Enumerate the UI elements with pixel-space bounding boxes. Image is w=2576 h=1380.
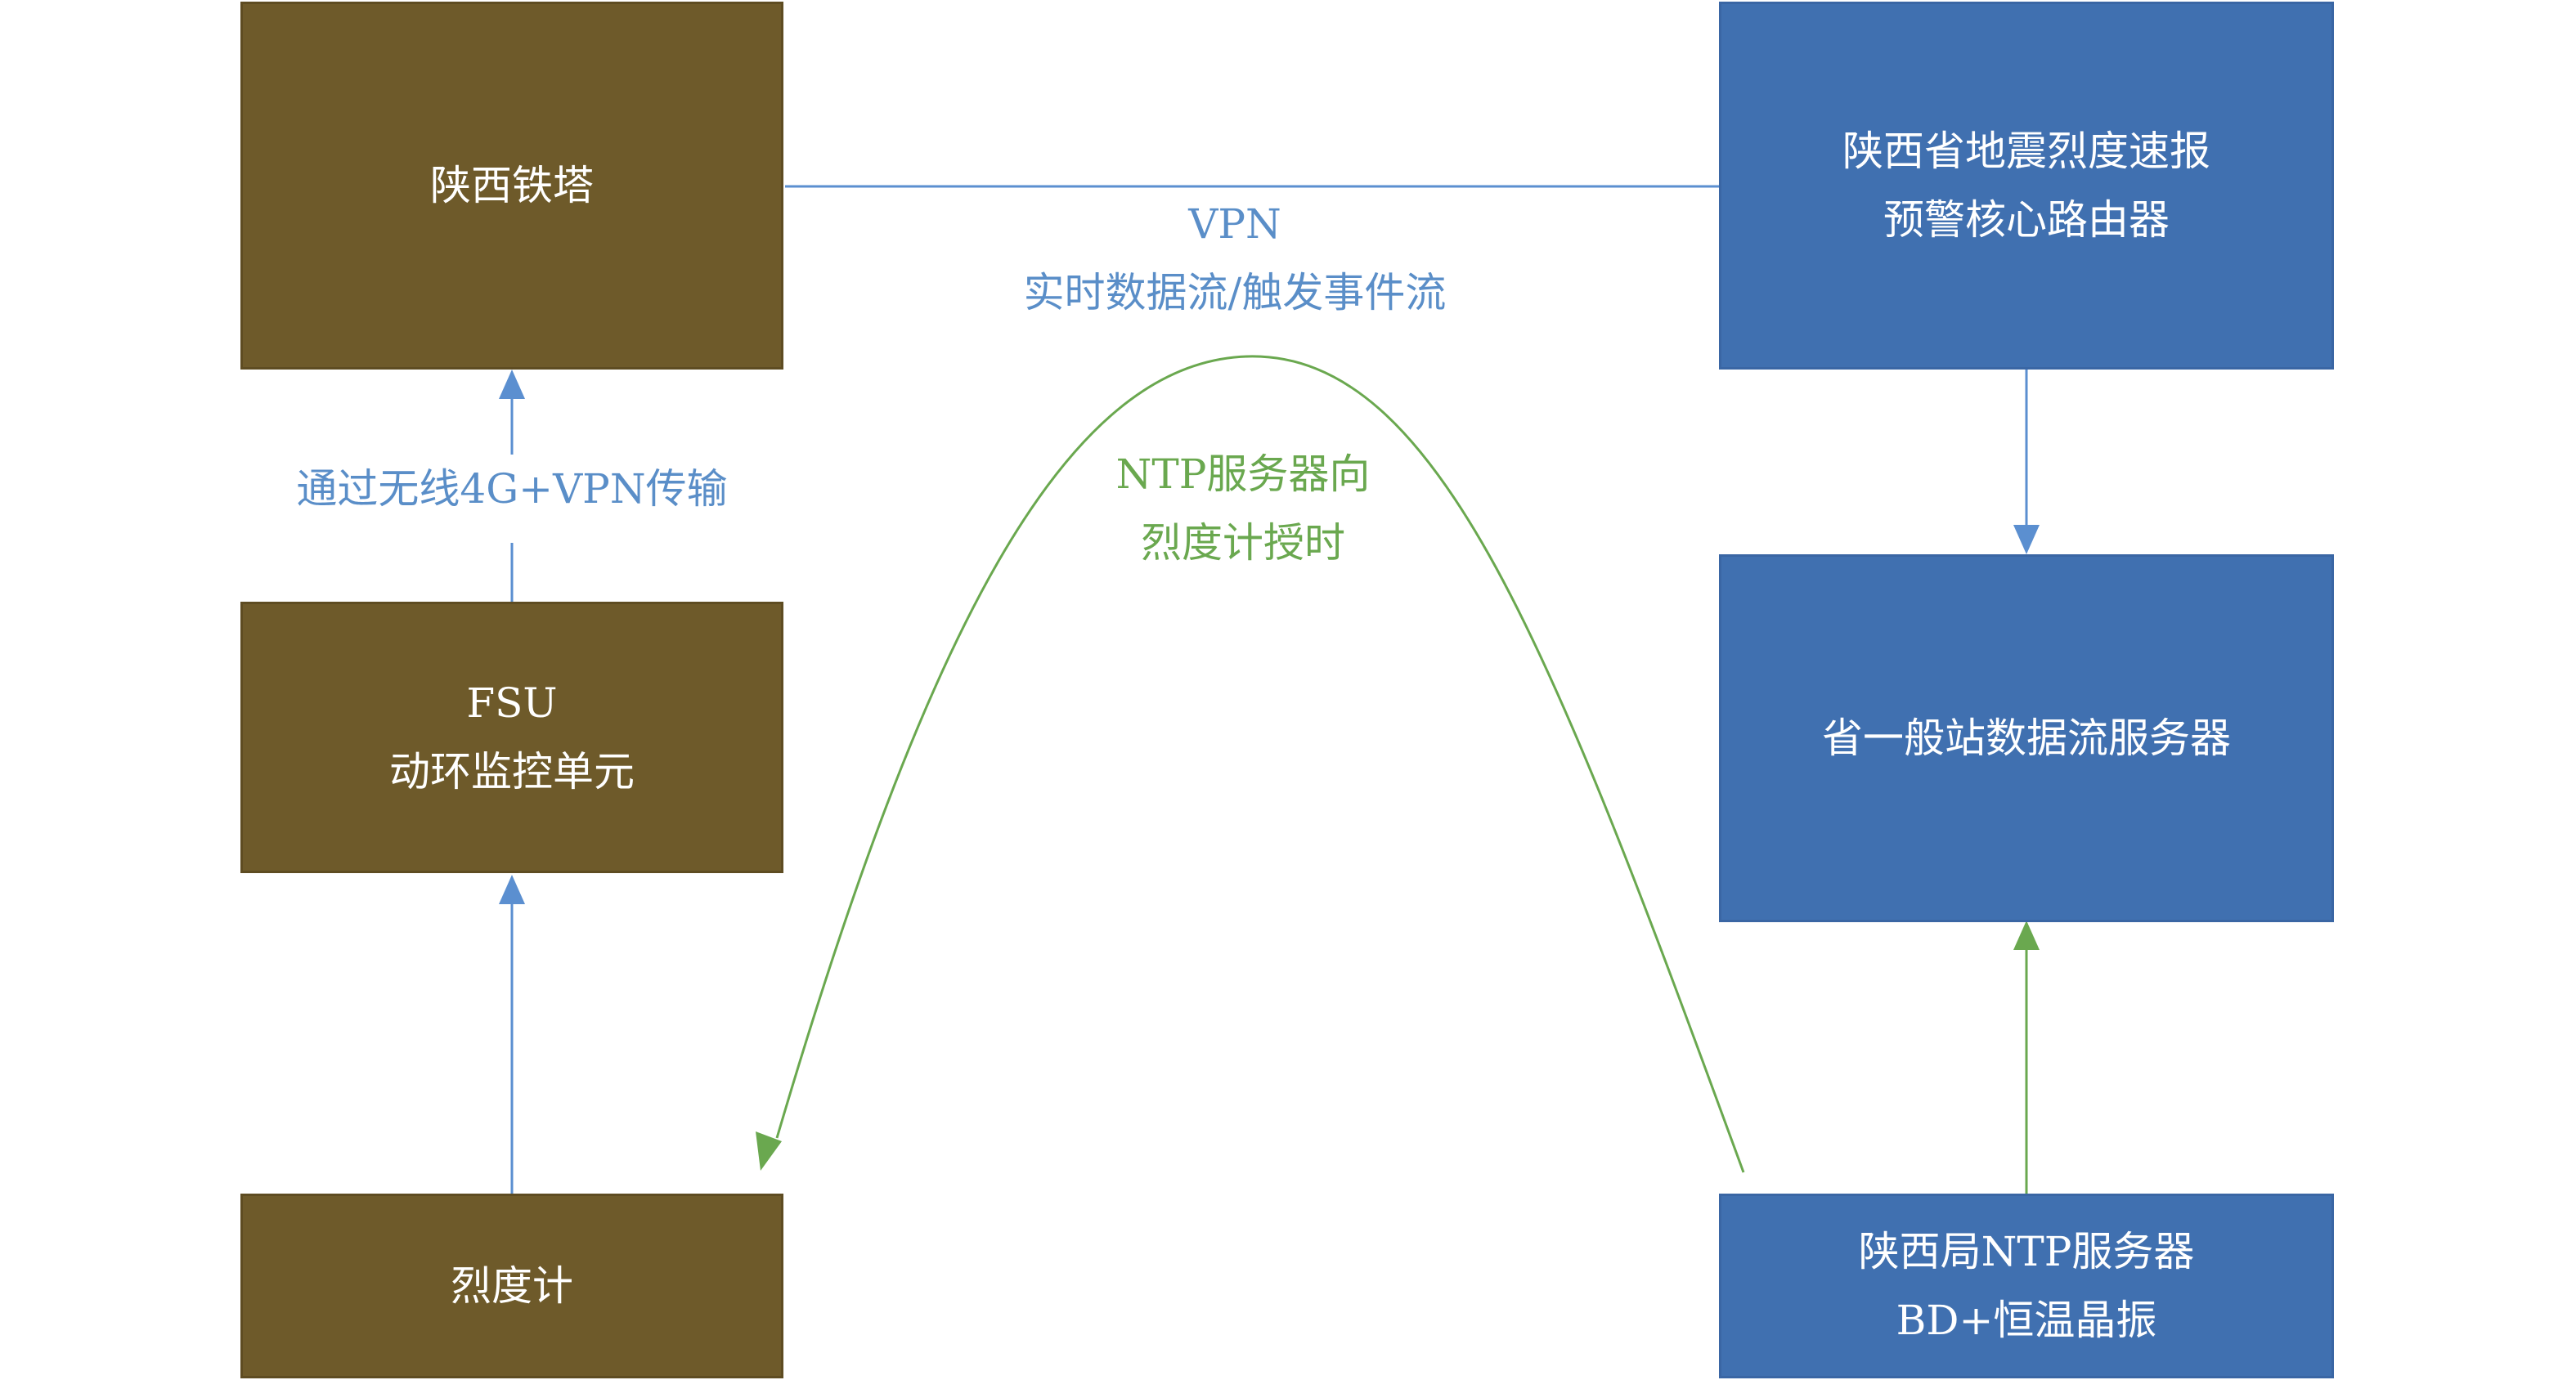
- fsu-label-line-1: FSU: [466, 679, 558, 727]
- ntp-server-label-line-2: BD+恒温晶振: [1896, 1297, 2157, 1344]
- ntp-timing-label: NTP服务器向 烈度计授时: [1063, 440, 1423, 577]
- router-to-server-arrow-head: [2013, 525, 2040, 554]
- data-server-label: 省一般站数据流服务器: [1822, 715, 2231, 762]
- data-server-box: 省一般站数据流服务器: [1719, 554, 2334, 922]
- vpn-label: VPN 实时数据流/触发事件流: [981, 190, 1488, 327]
- wireless-label-line-1: 通过无线4G+VPN传输: [296, 465, 728, 513]
- fsu-label-line-2: 动环监控单元: [389, 748, 635, 795]
- core-router-box: 陕西省地震烈度速报 预警核心路由器: [1719, 2, 2334, 370]
- shaanxi-tower-label: 陕西铁塔: [430, 162, 594, 209]
- ntp-server-box: 陕西局NTP服务器 BD+恒温晶振: [1719, 1194, 2334, 1378]
- vpn-label-line-2: 实时数据流/触发事件流: [1023, 269, 1447, 316]
- core-router-label-line-2: 预警核心路由器: [1883, 196, 2170, 244]
- wireless-arrow-head: [499, 370, 525, 399]
- vpn-label-line-1: VPN: [1188, 200, 1281, 248]
- wireless-label: 通过无线4G+VPN传输: [245, 455, 779, 523]
- fsu-box: FSU 动环监控单元: [240, 602, 783, 873]
- intensity-meter-box: 烈度计: [240, 1194, 783, 1378]
- intensity-meter-label: 烈度计: [451, 1262, 573, 1310]
- ntp-timing-curve: [775, 355, 1745, 1173]
- ntp-to-server-arrow-head: [2013, 921, 2040, 950]
- ntp-timing-curve-head: [756, 1131, 782, 1171]
- ntp-timing-label-line-2: 烈度计授时: [1141, 519, 1345, 567]
- core-router-label-line-1: 陕西省地震烈度速报: [1842, 128, 2210, 175]
- shaanxi-tower-box: 陕西铁塔: [240, 2, 783, 370]
- ntp-server-label-line-1: 陕西局NTP服务器: [1858, 1228, 2195, 1275]
- ntp-timing-label-line-1: NTP服务器向: [1115, 450, 1371, 498]
- meter-to-fsu-arrow-head: [499, 875, 525, 904]
